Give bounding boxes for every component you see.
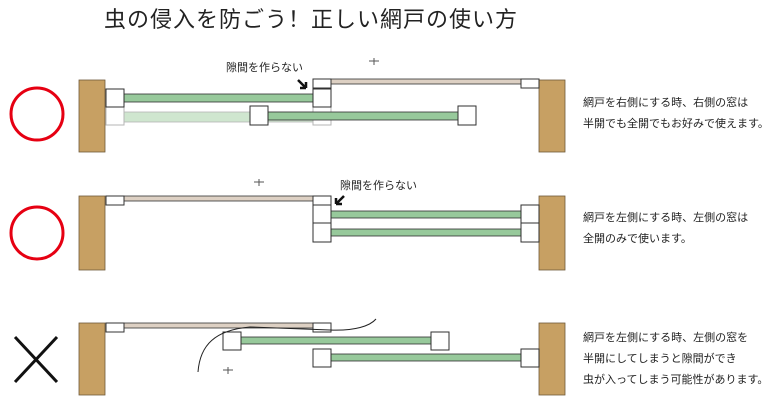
screen-mesh [330, 228, 522, 237]
insect-icon [369, 58, 379, 65]
screen-mesh [267, 111, 459, 121]
glass-end [312, 322, 332, 333]
screen-end [312, 222, 332, 243]
insect-icon [223, 367, 233, 374]
insect-icon [254, 179, 264, 186]
description-line: 網戸を左側にする時、左側の窓を [583, 331, 749, 344]
glass-pane [330, 78, 522, 85]
screen-mesh [240, 336, 432, 345]
circle-icon [9, 86, 65, 142]
glass-end [520, 78, 540, 89]
screen-end [312, 204, 332, 224]
insect-path [197, 318, 377, 373]
row-2-diagram: 隙間を作らない [9, 178, 566, 271]
glass-pane [123, 322, 315, 329]
row-1-description: 網戸を右側にする時、右側の窓は 半開でも全開でもお好みで使えます。 [583, 92, 769, 134]
screen-end [312, 88, 332, 108]
wall-right [538, 322, 566, 396]
screen-end [312, 348, 332, 368]
gap-callout-label: 隙間を作らない [226, 60, 303, 74]
description-line: 網戸を右側にする時、右側の窓は [583, 96, 749, 109]
row-3-description: 網戸を左側にする時、左側の窓を 半開にしてしまうと隙間ができ 虫が入ってしまう可… [583, 327, 768, 390]
wall-left [78, 322, 106, 396]
wall-right [538, 79, 566, 153]
screen-end [457, 105, 477, 126]
description-line: 全開のみで使います。 [583, 232, 692, 245]
description-line: 半開にしてしまうと隙間ができ [583, 352, 737, 365]
glass-end [105, 195, 125, 206]
cross-icon [13, 335, 59, 384]
screen-mesh [330, 353, 522, 362]
screen-end [520, 204, 540, 224]
wall-right [538, 195, 566, 271]
arrow-icon [297, 79, 308, 90]
screen-end [520, 222, 540, 243]
row-3-diagram [13, 318, 566, 396]
arrow-icon [334, 195, 345, 206]
glass-pane [123, 195, 315, 202]
gap-callout-label: 隙間を作らない [340, 178, 417, 192]
wall-left [78, 79, 106, 153]
screen-mesh [123, 93, 315, 103]
circle-icon [9, 205, 65, 261]
row-2-description: 網戸を左側にする時、左側の窓は 全開のみで使います。 [583, 207, 748, 249]
screen-mesh [330, 210, 522, 219]
screen-end [520, 348, 540, 368]
glass-end [312, 78, 332, 89]
screen-end [222, 331, 242, 351]
row-1-diagram: 隙間を作らない [9, 58, 566, 153]
description-line: 網戸を左側にする時、左側の窓は [583, 211, 749, 224]
wall-left [78, 195, 106, 271]
glass-end [312, 195, 332, 206]
screen-end-ghost [105, 105, 125, 126]
screen-end [430, 331, 450, 351]
description-line: 半開でも全開でもお好みで使えます。 [583, 117, 769, 130]
screen-end [105, 88, 125, 108]
page-title: 虫の侵入を防ごう！正しい網戸の使い方 [104, 8, 519, 33]
description-line: 虫が入ってしまう可能性があります。 [583, 373, 769, 386]
glass-end [105, 322, 125, 333]
screen-end [249, 105, 269, 126]
